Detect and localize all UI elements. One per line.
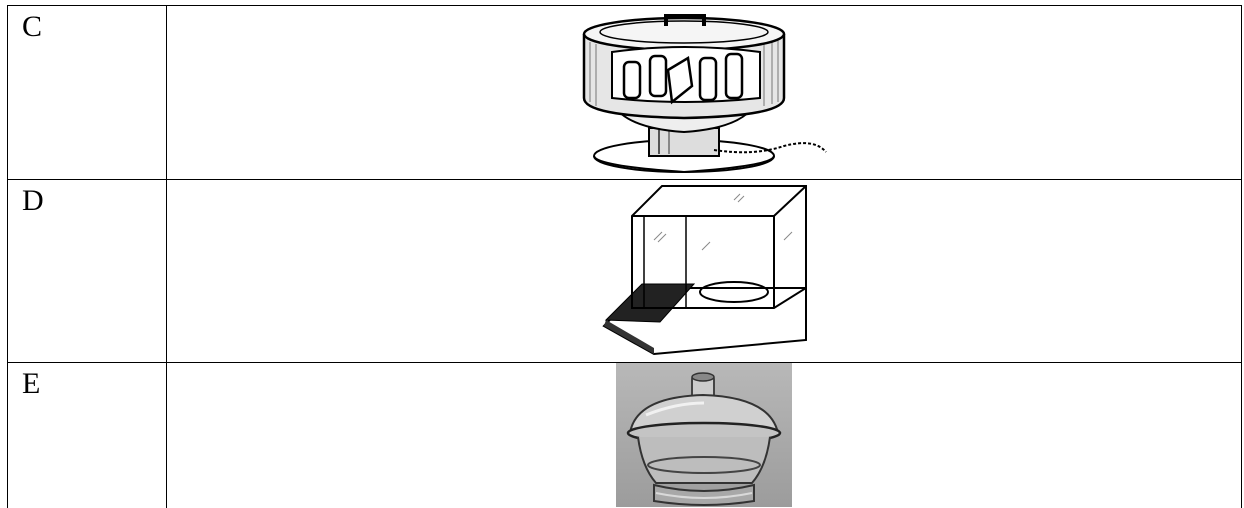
table-row: D (7, 179, 1242, 363)
centrifuge-illustration (582, 14, 827, 174)
analytical-balance-illustration (584, 185, 807, 356)
equipment-table: C (7, 4, 1242, 508)
glass-desiccator-photo (616, 362, 792, 507)
figure-cell (166, 361, 1242, 508)
row-label: E (7, 361, 167, 508)
table-row: C (7, 4, 1242, 181)
figure-cell (166, 4, 1242, 181)
figure-cell (166, 179, 1242, 363)
table-row: E (7, 361, 1242, 508)
row-label: C (7, 4, 167, 181)
row-label: D (7, 179, 167, 363)
